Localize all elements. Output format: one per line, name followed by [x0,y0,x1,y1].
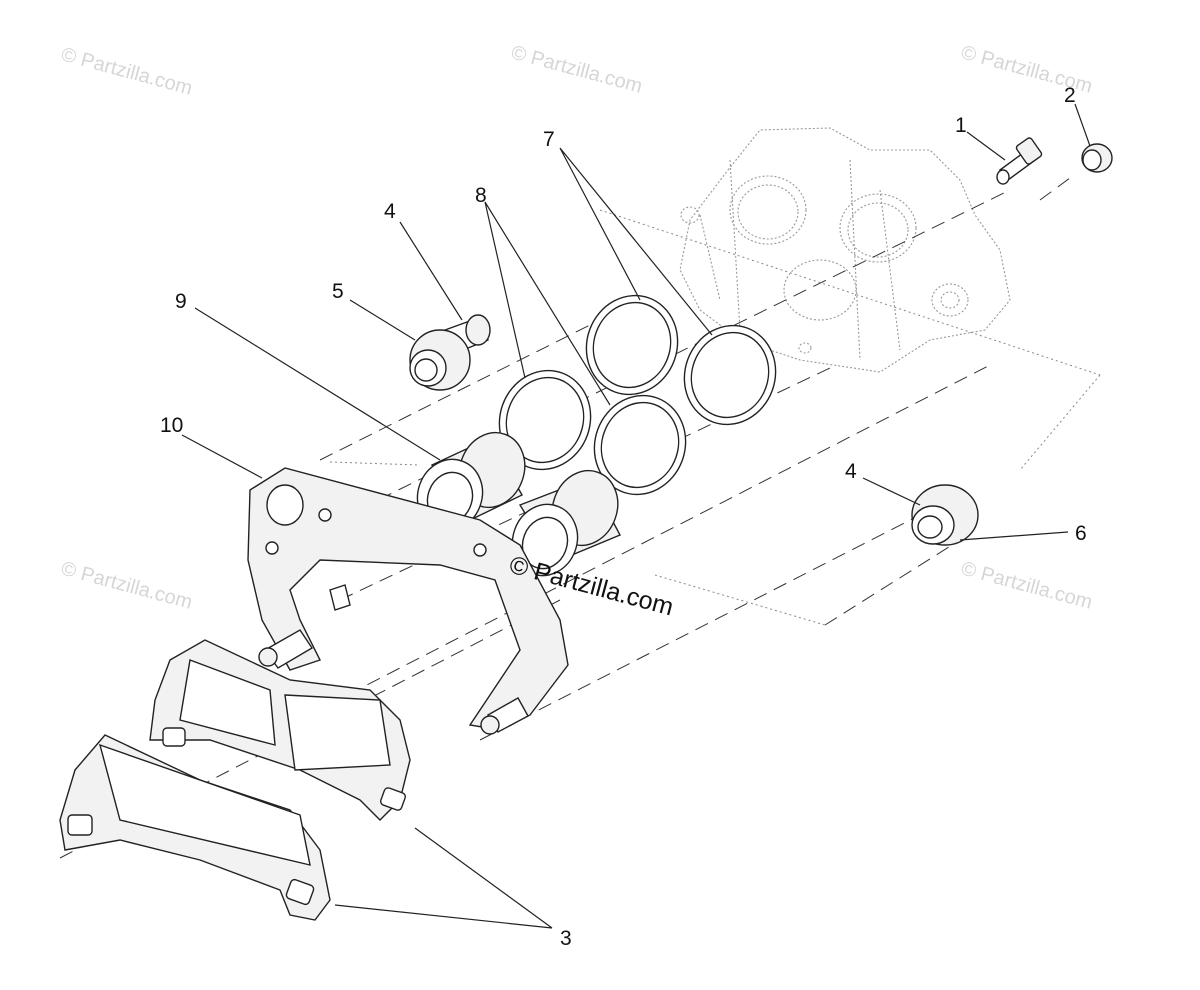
part-piston-seal-inner-2 [593,394,687,496]
part-brake-pad-outer [59,734,331,921]
part-bushing-lower [911,484,979,546]
part-brake-pad-inner [149,639,411,821]
part-piston-seal-inner-1 [498,369,592,471]
callout-4-lower: 4 [845,460,857,483]
watermark-top-center: © Partzilla.com [509,42,645,98]
watermark-top-left: © Partzilla.com [59,44,195,100]
callout-4-upper: 4 [384,200,396,223]
callout-6: 6 [1075,522,1087,545]
part-bleeder-cap [1081,143,1113,173]
callout-8: 8 [475,184,487,207]
callouts: 1 2 3 4 4 5 6 7 8 9 10 [160,84,1087,950]
part-piston-2 [511,469,621,577]
leader-lines [181,103,1091,929]
caliper-body [679,127,1011,373]
callout-3: 3 [560,927,572,950]
callout-9: 9 [175,290,187,313]
part-bushing-upper [409,329,471,391]
callout-5: 5 [332,280,344,303]
part-caliper-bracket [247,467,569,735]
watermark-mid-right: © Partzilla.com [959,558,1095,614]
callout-7: 7 [543,128,555,151]
part-piston-seal-outer-1 [585,294,679,396]
callout-2: 2 [1064,84,1076,107]
callout-1: 1 [955,114,967,137]
part-piston-seal-outer-2 [683,324,777,426]
part-bleeder-screw [996,137,1043,185]
watermark-mid-left: © Partzilla.com [59,558,195,614]
callout-10: 10 [160,414,183,437]
